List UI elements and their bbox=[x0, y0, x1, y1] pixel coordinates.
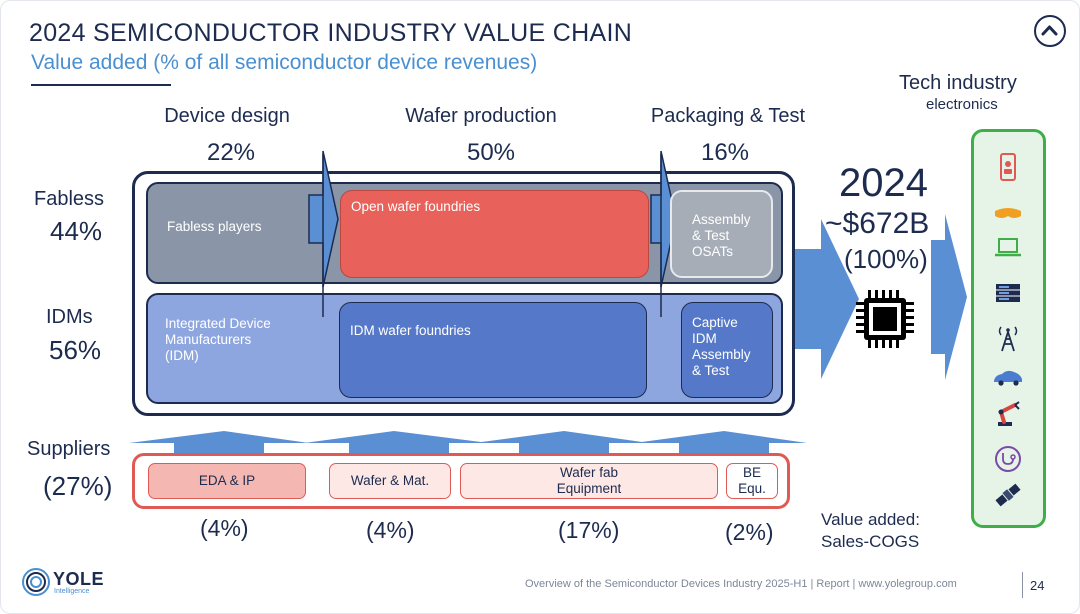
osat-box: Assembly & Test OSATs bbox=[670, 190, 773, 278]
page-title: 2024 SEMICONDUCTOR INDUSTRY VALUE CHAIN bbox=[29, 19, 633, 47]
antenna-icon bbox=[998, 326, 1018, 352]
design-to-wafer-arrow bbox=[308, 150, 339, 317]
logo-subtitle: Intelligence bbox=[54, 588, 90, 595]
row-label-idm: IDMs bbox=[46, 306, 93, 328]
market-value: ~$672B bbox=[825, 207, 930, 240]
stage-pct-wafer: 50% bbox=[466, 139, 516, 166]
supplier-pct-be-equipment: (2%) bbox=[725, 519, 774, 545]
fabless-players-label: Fabless players bbox=[167, 219, 262, 234]
laptop-icon bbox=[995, 238, 1021, 257]
stage-pct-packaging: 16% bbox=[700, 139, 750, 166]
supplier-eda-ip: EDA & IP bbox=[148, 463, 306, 499]
captive-assembly-box: Captive IDM Assembly & Test bbox=[681, 302, 773, 398]
vr-headset-icon bbox=[995, 208, 1021, 218]
stage-label-wafer: Wafer production bbox=[405, 105, 557, 127]
idm-makers-label: Integrated Device Manufacturers (IDM) bbox=[165, 316, 271, 363]
supplier-be-equipment: BE Equ. bbox=[726, 463, 778, 499]
footer-source: Overview of the Semiconductor Devices In… bbox=[525, 578, 957, 590]
market-pct: (100%) bbox=[844, 244, 928, 274]
value-added-note: Value added: Sales-COGS bbox=[821, 510, 920, 551]
chain-to-market-arrow bbox=[795, 219, 859, 379]
chip-icon bbox=[856, 290, 914, 348]
title-underline bbox=[31, 84, 171, 86]
market-to-tech-arrow bbox=[931, 214, 967, 380]
stage-label-packaging: Packaging & Test bbox=[650, 105, 806, 127]
stage-label-design: Device design bbox=[164, 105, 290, 127]
server-icon bbox=[996, 284, 1020, 302]
row-label-suppliers: Suppliers bbox=[27, 438, 111, 460]
supplier-pct-wafer-materials: (4%) bbox=[366, 517, 415, 543]
car-icon bbox=[994, 370, 1022, 386]
logo-name: YOLE bbox=[53, 569, 105, 589]
tech-industry-panel bbox=[971, 129, 1046, 528]
idm-wafer-foundries-box: IDM wafer foundries bbox=[339, 302, 647, 398]
supplier-pct-eda-ip: (4%) bbox=[200, 515, 249, 541]
medical-icon bbox=[995, 446, 1021, 472]
tech-industry-subtitle: electronics bbox=[926, 96, 998, 113]
market-year: 2024 bbox=[839, 161, 928, 205]
page-number: 24 bbox=[1030, 578, 1045, 593]
supplier-pct-fab-equipment: (17%) bbox=[558, 517, 620, 543]
row-pct-fabless: 44% bbox=[50, 216, 103, 246]
wafer-to-packaging-arrow bbox=[650, 150, 677, 317]
scroll-up-button[interactable] bbox=[1034, 15, 1066, 47]
supplier-wafer-fab-equipment: Wafer fab Equipment bbox=[460, 463, 718, 499]
supplier-arrows bbox=[129, 431, 807, 453]
satellite-icon bbox=[995, 483, 1021, 507]
yole-logo-icon bbox=[22, 568, 50, 596]
page-subtitle: Value added (% of all semiconductor devi… bbox=[31, 51, 538, 74]
tech-industry-title: Tech industry bbox=[899, 72, 1017, 94]
open-wafer-foundries-box: Open wafer foundries bbox=[340, 190, 649, 278]
row-label-fabless: Fabless bbox=[34, 188, 105, 210]
row-pct-idm: 56% bbox=[49, 335, 102, 365]
chevron-up-icon bbox=[1041, 25, 1058, 36]
supplier-wafer-materials: Wafer & Mat. bbox=[329, 463, 451, 499]
stage-pct-design: 22% bbox=[206, 139, 256, 166]
footer-divider bbox=[1022, 572, 1023, 598]
row-pct-suppliers: (27%) bbox=[43, 471, 113, 501]
value-chain-frame bbox=[132, 171, 795, 416]
robot-arm-icon bbox=[998, 401, 1020, 426]
smartphone-icon bbox=[1000, 153, 1016, 181]
